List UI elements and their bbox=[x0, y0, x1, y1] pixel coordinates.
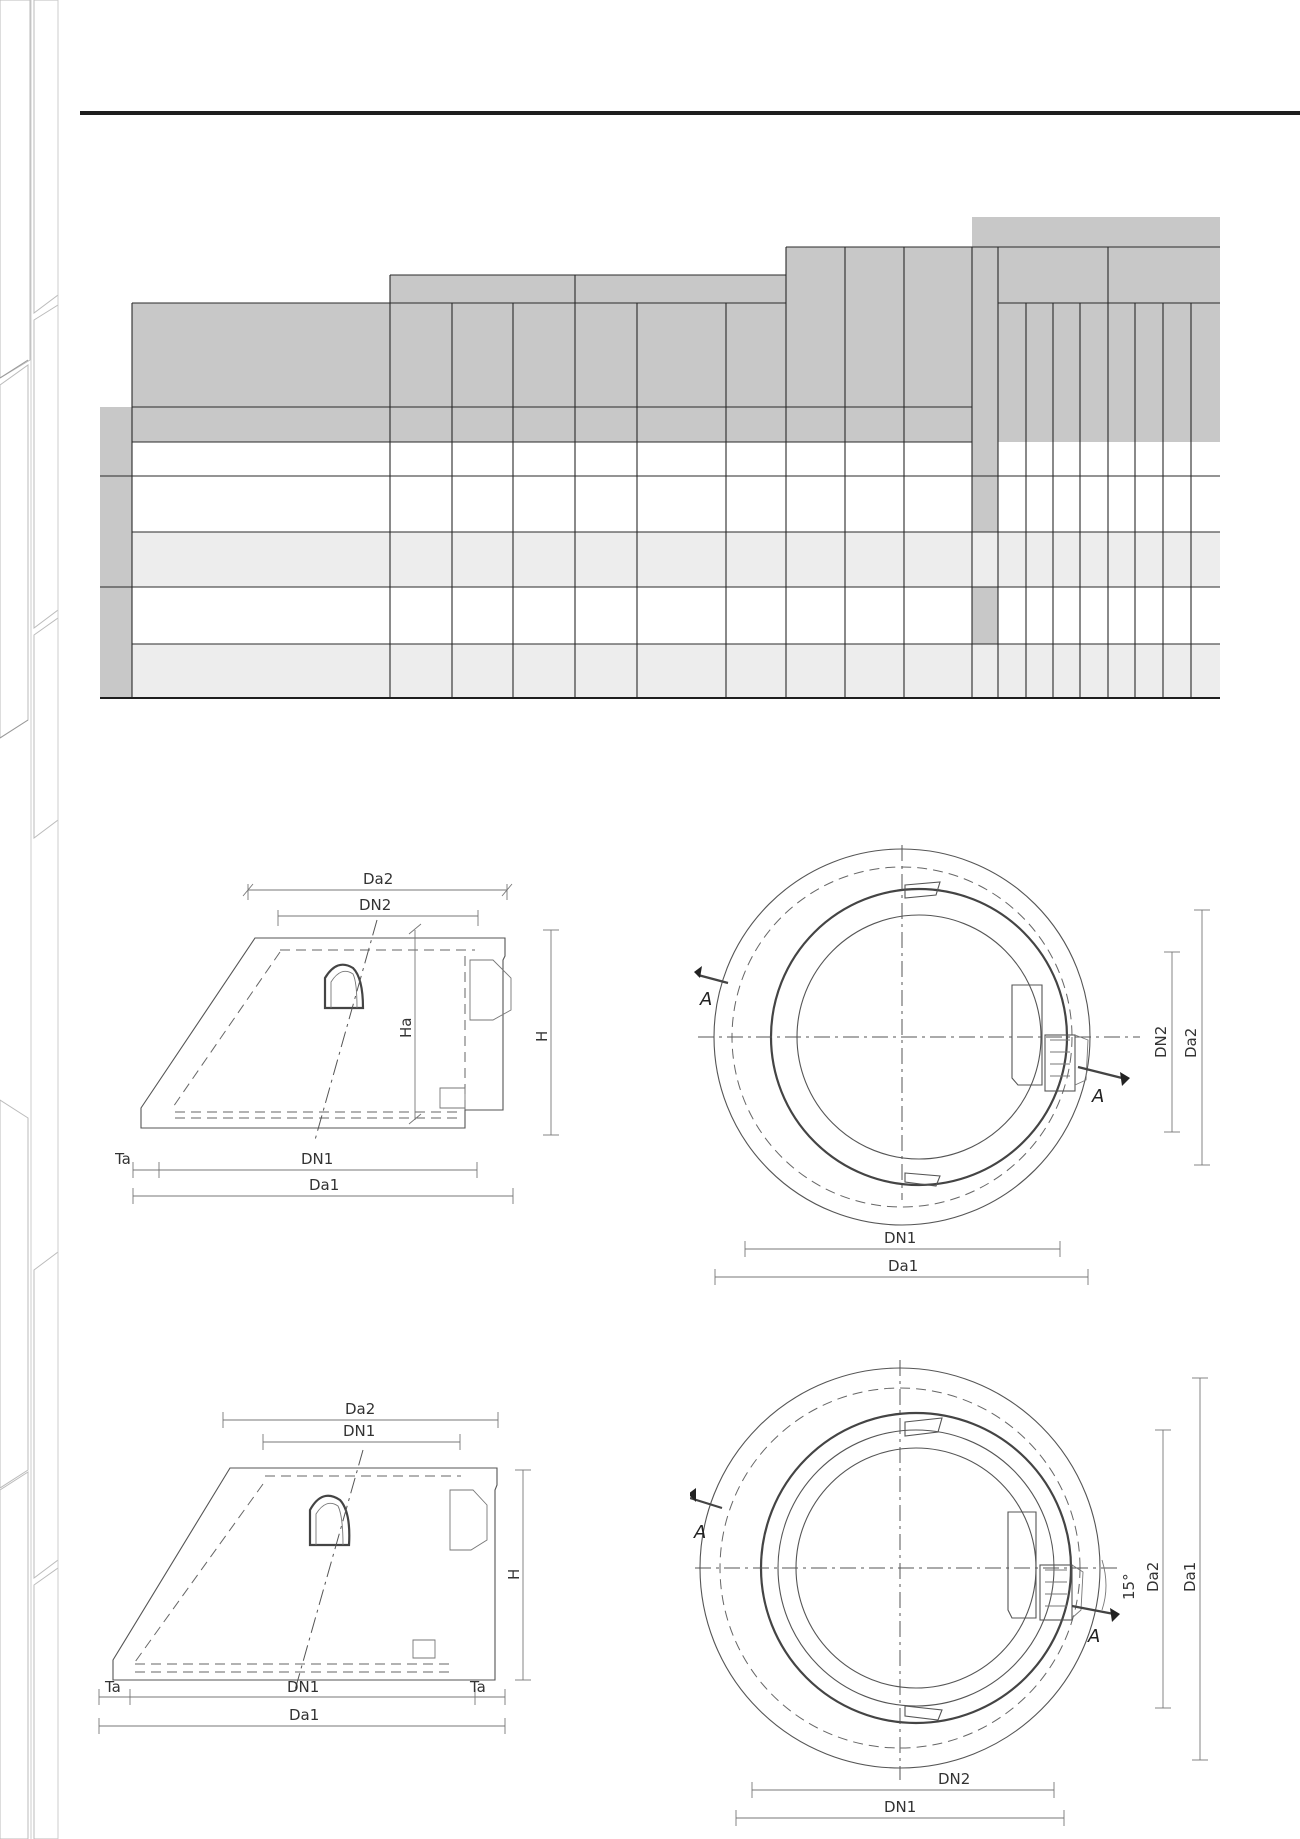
dim2-da1-label: Da1 bbox=[289, 1706, 319, 1724]
plan-dim-da1-label: Da1 bbox=[888, 1257, 918, 1275]
angle-label: 15° bbox=[1120, 1573, 1138, 1600]
section-a-marker-left: A bbox=[699, 989, 712, 1010]
dim-da2-label: Da2 bbox=[363, 870, 393, 888]
dim2-dn1-label: DN1 bbox=[287, 1678, 319, 1696]
header-rule bbox=[80, 111, 1300, 115]
dim-dn2-label: DN2 bbox=[359, 896, 391, 914]
plan2-dim-da1-label: Da1 bbox=[1181, 1562, 1199, 1592]
dim-h-label: H bbox=[533, 1031, 551, 1042]
plan-view-drawing-1: A A DN2 Da2 DN1 Da1 bbox=[694, 845, 1210, 1285]
plan2-dim-da2-label: Da2 bbox=[1144, 1562, 1162, 1592]
dim2-h-label: H bbox=[505, 1569, 523, 1580]
specification-table bbox=[100, 217, 1220, 699]
section-a-marker-left-2: A bbox=[693, 1522, 706, 1543]
dim-ha-label: Ha bbox=[397, 1018, 415, 1038]
dim-da1-label: Da1 bbox=[309, 1176, 339, 1194]
section-a-marker-right: A bbox=[1091, 1086, 1104, 1107]
side-elevation-drawing-2: Da2 DN1 H Ta DN1 Ta Da1 bbox=[98, 1400, 531, 1734]
dim2-da2-label: Da2 bbox=[345, 1400, 375, 1418]
section-a-marker-right-2: A bbox=[1087, 1626, 1100, 1647]
dim2-ta-right-label: Ta bbox=[469, 1678, 486, 1696]
plan-dim-dn2-label: DN2 bbox=[1152, 1026, 1170, 1058]
plan-dim-dn1-label: DN1 bbox=[884, 1229, 916, 1247]
chapter-tab-strip bbox=[0, 0, 64, 1839]
side-elevation-drawing-1: Da2 DN2 Ha H Ta DN1 Da1 bbox=[115, 870, 559, 1204]
plan2-dim-dn1-label: DN1 bbox=[884, 1798, 916, 1816]
dim2-ta-left-label: Ta bbox=[104, 1678, 121, 1696]
dim2-dn1-top-label: DN1 bbox=[343, 1422, 375, 1440]
plan-view-drawing-2: A A 15° Da2 Da1 DN2 DN1 bbox=[690, 1360, 1208, 1826]
dim-dn1-label: DN1 bbox=[301, 1150, 333, 1168]
plan2-dim-dn2-label: DN2 bbox=[938, 1770, 970, 1788]
plan-dim-da2-label: Da2 bbox=[1182, 1028, 1200, 1058]
dim-ta-label: Ta bbox=[115, 1150, 131, 1168]
